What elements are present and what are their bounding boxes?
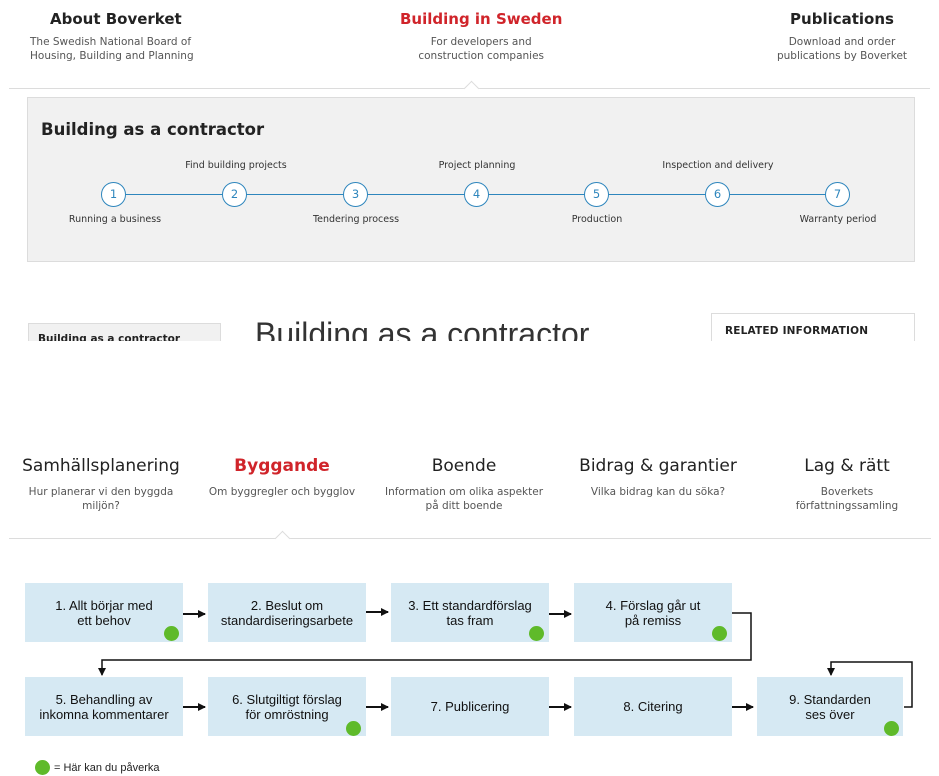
arrow-9-loop [827,661,913,708]
related-information-heading: RELATED INFORMATION [725,325,869,337]
nav-subtitle: Om byggregler och bygglov [208,486,356,498]
nav-divider [9,538,931,539]
influence-dot [346,721,361,736]
legend-dot [35,760,50,775]
nav-boende[interactable]: Boende Information om olika aspekter på … [385,456,543,513]
panel-title: Building as a contractor [41,120,265,139]
submenu-item-label: Building as a contractor [38,333,181,341]
nav-lag-ratt[interactable]: Lag & rätt Boverkets författningssamling [796,456,898,513]
nav-title: Bidrag & garantier [579,456,737,476]
nav-subtitle: Vilka bidrag kan du söka? [590,486,726,498]
nav-title: About Boverket [50,10,182,28]
contractor-steps-panel: Building as a contractor 1 2 3 4 5 6 7 R… [27,97,915,262]
step-4-button[interactable]: 4 [464,182,489,207]
nav-title: Publications [790,10,894,28]
step-6-button[interactable]: 6 [705,182,730,207]
nav-subtitle: Hur planerar vi den byggda miljön? [28,486,174,512]
nav-samhallsplanering[interactable]: Samhällsplanering Hur planerar vi den by… [22,456,180,513]
nav-title: Lag & rätt [804,456,890,476]
step-3-button[interactable]: 3 [343,182,368,207]
step-5-label[interactable]: Production [571,214,623,225]
nav-subtitle: The Swedish National Board of Housing, B… [30,36,194,62]
step-3-label[interactable]: Tendering process [312,214,400,225]
nav-title: Building in Sweden [400,10,563,28]
submenu-item-active[interactable]: Building as a contractor [28,323,221,341]
nav-about-boverket[interactable]: About Boverket The Swedish National Boar… [30,10,194,63]
step-6-label[interactable]: Inspection and delivery [662,160,774,171]
nav-subtitle: For developers and construction companie… [418,36,545,62]
page-title: Building as a contractor [255,316,590,341]
legend-text: = Här kan du påverka [54,762,160,774]
arrow-4-5 [98,612,752,676]
nav-byggande[interactable]: Byggande Om byggregler och bygglov [209,456,355,499]
influence-dot [164,626,179,641]
influence-dot [884,721,899,736]
nav-building-in-sweden[interactable]: Building in Sweden For developers and co… [400,10,562,63]
nav-subtitle: Download and order publications by Bover… [776,36,908,62]
nav-title: Byggande [234,456,330,476]
flow-step-7: 7. Publicering [391,677,549,736]
step-1-button[interactable]: 1 [101,182,126,207]
step-4-label[interactable]: Project planning [438,160,516,171]
step-2-button[interactable]: 2 [222,182,247,207]
nav-title: Samhällsplanering [22,456,180,476]
nav-subtitle: Information om olika aspekter på ditt bo… [384,486,544,512]
step-1-label[interactable]: Running a business [68,214,162,225]
step-7-label[interactable]: Warranty period [799,214,877,225]
step-7-button[interactable]: 7 [825,182,850,207]
flow-step-8: 8. Citering [574,677,732,736]
influence-dot [529,626,544,641]
step-2-label[interactable]: Find building projects [185,160,287,171]
related-information-box: RELATED INFORMATION [711,313,915,341]
influence-dot [712,626,727,641]
nav-publications[interactable]: Publications Download and order publicat… [772,10,912,63]
nav-bidrag-garantier[interactable]: Bidrag & garantier Vilka bidrag kan du s… [579,456,737,499]
nav-title: Boende [431,456,497,476]
step-5-button[interactable]: 5 [584,182,609,207]
nav-subtitle: Boverkets författningssamling [795,486,899,512]
